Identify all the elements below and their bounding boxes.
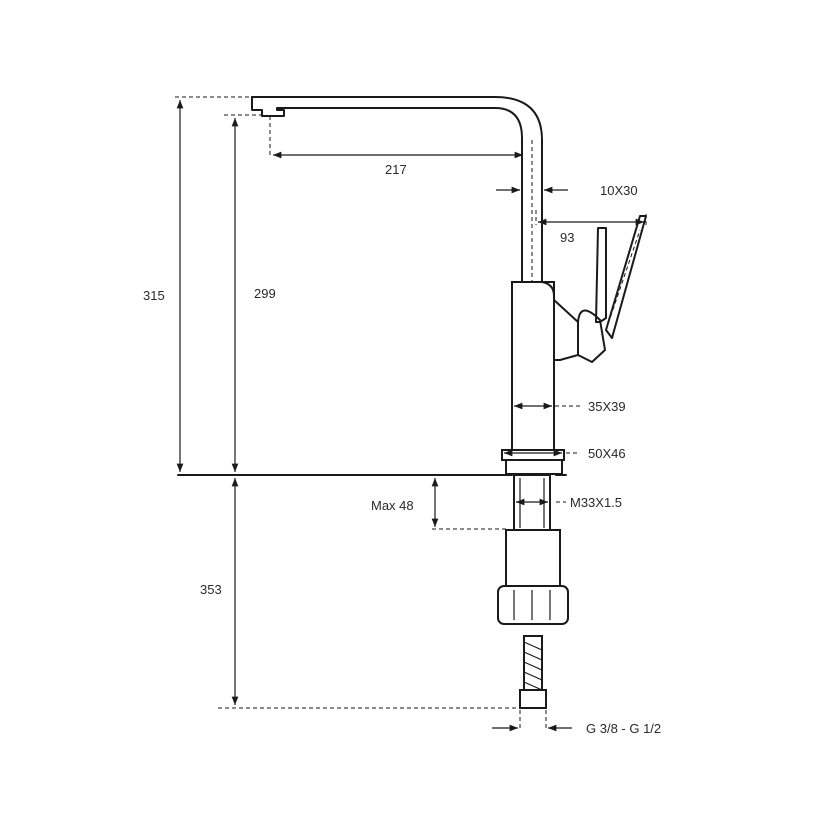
label-base-size: 50X46 <box>588 446 626 461</box>
lever-rotation-arc <box>605 229 641 331</box>
lever-arm <box>577 309 606 363</box>
dimension-labels: 315 299 217 10X30 93 35X39 50X46 Max 48 … <box>143 162 661 736</box>
label-body-section: 35X39 <box>588 399 626 414</box>
label-below-deck: 353 <box>200 582 222 597</box>
lever-handle <box>595 227 607 323</box>
label-thread: M33X1.5 <box>570 495 622 510</box>
lever-alt-position <box>605 215 647 339</box>
spout-tip <box>251 96 523 283</box>
locking-nut <box>505 529 561 587</box>
faucet-outline <box>177 96 647 709</box>
spout-top-edge <box>251 96 543 283</box>
hose-nut <box>519 689 547 709</box>
base-plate <box>505 459 563 475</box>
label-hose-connection: G 3/8 - G 1/2 <box>586 721 661 736</box>
base-flange <box>501 449 565 461</box>
label-max-deck: Max 48 <box>371 498 414 513</box>
dimension-lines <box>176 100 644 732</box>
label-spout-reach: 217 <box>385 162 407 177</box>
body-column <box>511 281 555 451</box>
extension-lines <box>175 96 647 728</box>
nut-wheel <box>497 585 569 625</box>
label-spout-section: 10X30 <box>600 183 638 198</box>
body-shoulder <box>541 281 579 361</box>
label-handle-reach: 93 <box>560 230 574 245</box>
label-spout-height: 299 <box>254 286 276 301</box>
label-total-height: 315 <box>143 288 165 303</box>
spout-inner-channel <box>269 116 533 282</box>
